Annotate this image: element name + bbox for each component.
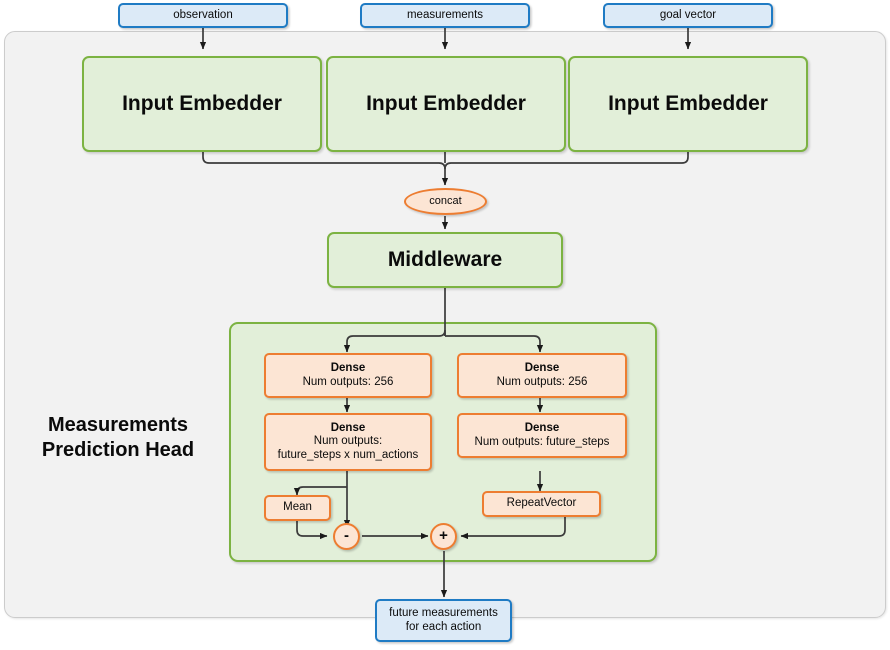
- dense-left-2[interactable]: Dense Num outputs: future_steps x num_ac…: [264, 413, 432, 471]
- dense-right-2-detail: Num outputs: future_steps: [474, 435, 610, 448]
- middleware-node[interactable]: Middleware: [327, 232, 563, 288]
- subtract-operator-symbol: -: [344, 527, 349, 544]
- dense-left-1[interactable]: Dense Num outputs: 256: [264, 353, 432, 398]
- input-embedder-observation[interactable]: Input Embedder: [82, 56, 322, 152]
- mean-node[interactable]: Mean: [264, 495, 331, 521]
- input-box-observation-label: observation: [173, 8, 233, 21]
- repeat-vector-label: RepeatVector: [506, 497, 577, 510]
- input-box-measurements-label: measurements: [406, 8, 484, 21]
- input-embedder-goal-vector-label: Input Embedder: [608, 91, 768, 115]
- dense-left-2-detail-line-1: Num outputs:: [313, 435, 383, 448]
- repeat-vector-node[interactable]: RepeatVector: [482, 491, 601, 517]
- concat-node[interactable]: concat: [404, 188, 487, 215]
- concat-label: concat: [429, 195, 462, 208]
- dense-right-1-title: Dense: [524, 361, 560, 374]
- dense-left-2-detail-line-2: future_steps x num_actions: [277, 448, 419, 461]
- input-embedder-measurements-label: Input Embedder: [366, 91, 526, 115]
- input-embedder-goal-vector[interactable]: Input Embedder: [568, 56, 808, 152]
- head-label-line-1: Measurements: [47, 414, 189, 436]
- mean-label: Mean: [283, 501, 312, 514]
- dense-right-2[interactable]: Dense Num outputs: future_steps: [457, 413, 627, 458]
- input-embedder-observation-label: Input Embedder: [122, 91, 282, 115]
- input-box-goal-vector-label: goal vector: [659, 8, 717, 21]
- input-embedder-measurements[interactable]: Input Embedder: [326, 56, 566, 152]
- measurements-prediction-head-label: Measurements Prediction Head: [18, 413, 218, 463]
- output-box-line-1: future measurements: [389, 606, 498, 619]
- head-label-line-2: Prediction Head: [41, 439, 195, 461]
- dense-right-1-detail: Num outputs: 256: [496, 375, 588, 388]
- input-box-measurements[interactable]: measurements: [360, 3, 530, 28]
- dense-right-2-title: Dense: [524, 421, 560, 434]
- output-box-line-2: for each action: [405, 620, 482, 633]
- middleware-label: Middleware: [387, 247, 503, 271]
- dense-left-1-title: Dense: [330, 361, 366, 374]
- add-operator-symbol: +: [439, 527, 448, 544]
- add-operator-node[interactable]: +: [430, 523, 457, 550]
- input-box-observation[interactable]: observation: [118, 3, 288, 28]
- input-box-goal-vector[interactable]: goal vector: [603, 3, 773, 28]
- dense-left-1-detail: Num outputs: 256: [302, 375, 394, 388]
- dense-right-1[interactable]: Dense Num outputs: 256: [457, 353, 627, 398]
- output-box-future-measurements[interactable]: future measurements for each action: [375, 599, 512, 642]
- subtract-operator-node[interactable]: -: [333, 523, 360, 550]
- dense-left-2-title: Dense: [330, 421, 366, 434]
